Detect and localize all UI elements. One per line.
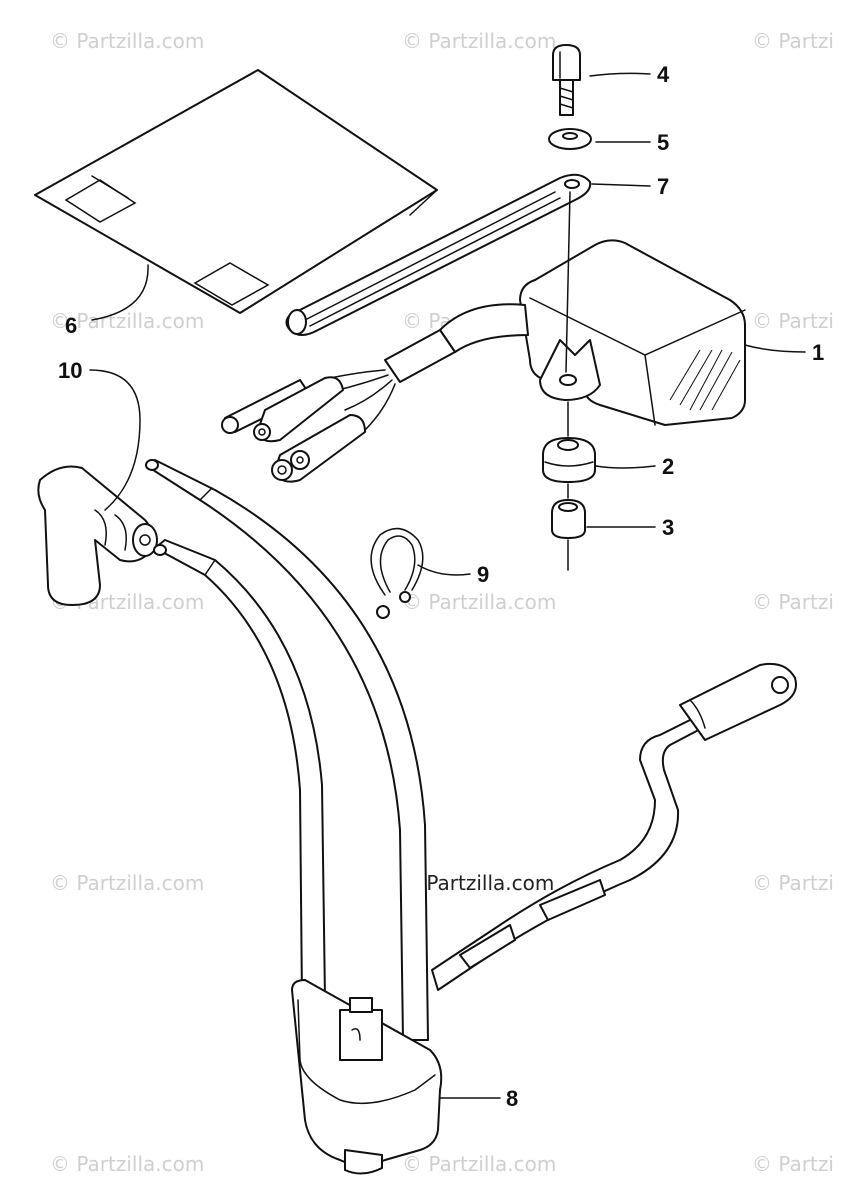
part-10-plug-cap: [37, 465, 158, 606]
part-1-harness: [221, 329, 456, 483]
part-9-cable-tie: [370, 527, 424, 619]
watermark: © Partzilla.com: [402, 1152, 556, 1176]
callout-5: 5: [657, 130, 669, 155]
part-6-sheet: [34, 69, 438, 314]
watermark: © Partzi: [752, 590, 834, 614]
part-2-grommet: [542, 437, 596, 483]
watermark: © Partzilla.com: [402, 29, 556, 53]
watermark: © Partzi: [752, 309, 834, 333]
callout-2: 2: [662, 454, 674, 479]
part-3-bushing: [551, 499, 586, 539]
part-4-bolt: [552, 44, 581, 116]
watermark: © Partzi: [752, 29, 834, 53]
watermark: © Partzilla.com: [50, 1152, 204, 1176]
watermark: © Partzi: [752, 1152, 834, 1176]
part-1-module: [439, 239, 746, 426]
leader-lines: [89, 72, 806, 1099]
part-5-washer: [548, 128, 592, 150]
watermark: © Partzi: [752, 871, 834, 895]
watermark: © Partzilla.com: [50, 29, 204, 53]
callout-3: 3: [662, 515, 674, 540]
callout-6: 6: [65, 313, 77, 338]
watermark: © Partzilla.com: [402, 590, 556, 614]
callout-1: 1: [812, 340, 824, 365]
watermark: © Partzilla.com: [50, 309, 204, 333]
callout-9: 9: [477, 562, 489, 587]
part-7-strap: [285, 173, 592, 336]
watermark: © Partzilla.com: [50, 871, 204, 895]
callout-4: 4: [657, 62, 670, 87]
callout-7: 7: [657, 174, 669, 199]
callout-10: 10: [58, 358, 82, 383]
part-8-ignition-coil: [145, 459, 797, 1175]
callout-labels: 1 2 3 4 5 6 7 8 9 10: [58, 62, 824, 1111]
fastener-axis: [565, 191, 571, 571]
callout-8: 8: [506, 1086, 518, 1111]
